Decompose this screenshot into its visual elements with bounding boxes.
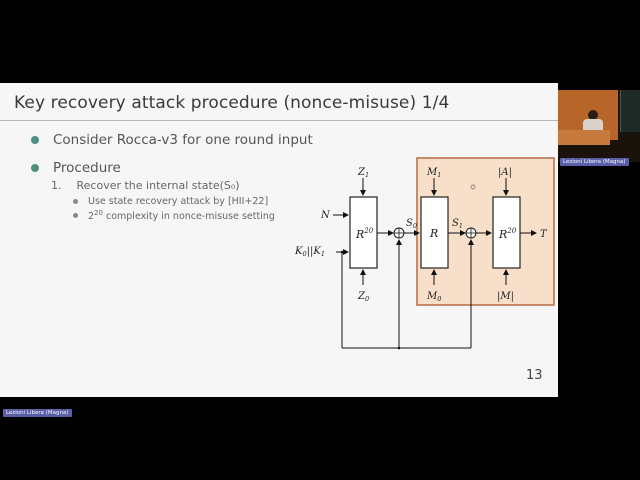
bullet-text: Procedure [53, 160, 121, 176]
bullet-item: Consider Rocca-v3 for one round input [31, 132, 313, 148]
sub-bullet-dot-icon [73, 199, 78, 204]
speaker-figure [588, 110, 598, 120]
sub-bullet-dot-icon [73, 213, 78, 219]
bullet-text: Consider Rocca-v3 for one round input [53, 132, 313, 148]
base: 2 [88, 211, 95, 223]
k-label: K0||K1 [294, 246, 325, 258]
slide-title: Key recovery attack procedure (nonce-mis… [14, 93, 450, 113]
bullet-dot-icon [31, 164, 39, 172]
z0-label: Z0 [357, 291, 369, 303]
s1-label: S1 [452, 218, 463, 230]
block-r [420, 196, 449, 269]
presentation-slide: Key recovery attack procedure (nonce-mis… [0, 83, 558, 397]
z1-label: Z1 [357, 167, 369, 179]
step-number: 1. [51, 179, 62, 192]
block-label: R [429, 227, 438, 240]
numbered-step: 1. Recover the internal state(S₀) [51, 179, 240, 192]
page-number: 13 [526, 368, 543, 383]
sub-bullet-rest: complexity in nonce-misuse setting [102, 211, 275, 223]
block-r20-left [349, 196, 378, 269]
sub-bullet-text: Use state recovery attack by [HII+22] [88, 196, 269, 207]
bullet-dot-icon [31, 136, 39, 144]
exponent: 20 [94, 209, 103, 217]
sub-bullet-text: 220 complexity in nonce-misuse setting [88, 209, 275, 222]
n-label: N [320, 210, 331, 221]
title-divider [0, 120, 558, 121]
a-length-label: |A| [498, 167, 512, 178]
sub-bullet-item: 220 complexity in nonce-misuse setting [73, 209, 275, 222]
rocca-diagram: R20 R R20 Z1 Z0 M1 M0 |A| |M| N K0||K1 S… [294, 157, 555, 350]
speaker-name-tag: Lezioni Libera (Magna) [560, 158, 629, 166]
speaker-video-feed [558, 90, 640, 162]
block-r20-right [492, 196, 521, 269]
sub-bullet-item: Use state recovery attack by [HII+22] [73, 196, 268, 207]
pointer-cursor-icon [470, 184, 476, 190]
s0-label: S0 [406, 218, 417, 230]
m-length-label: |M| [497, 291, 514, 302]
t-label: T [540, 229, 548, 240]
bullet-item: Procedure [31, 160, 121, 176]
participant-name-tag: Lezioni Libera (Magna) [3, 409, 72, 417]
step-text: Recover the internal state(S₀) [76, 179, 240, 192]
